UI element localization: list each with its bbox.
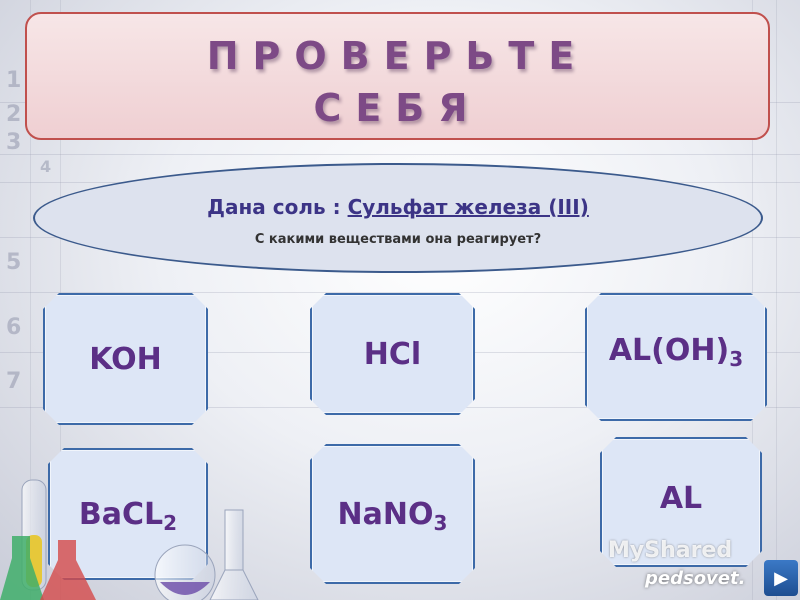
question-text: С какими веществами она реагирует? — [254, 232, 542, 247]
bg-row: 2 — [0, 102, 800, 155]
answer-card-hcl[interactable]: HCl — [310, 293, 475, 415]
card-label: AL(OH) — [608, 333, 730, 368]
red-flask-icon — [40, 540, 96, 600]
title-line-1: ПРОВЕРЬТЕ — [206, 34, 589, 78]
pedsovet-watermark: pedsovet. — [645, 568, 746, 589]
myshared-watermark: MyShared — [608, 538, 733, 563]
card-label: KOH — [89, 341, 162, 377]
answer-card-al[interactable]: AL — [600, 437, 762, 567]
card-subscript: 3 — [729, 347, 744, 371]
green-flask-icon — [0, 536, 44, 600]
next-slide-button[interactable]: ▶ — [764, 560, 798, 596]
card-label: BaCL — [78, 496, 164, 532]
purple-liquid — [160, 582, 210, 595]
card-subscript: 3 — [433, 510, 448, 535]
answer-card-koh[interactable]: KOH — [43, 293, 208, 425]
play-arrow-icon: ▶ — [774, 567, 788, 589]
card-label: AL — [659, 481, 703, 516]
lab-flasks-illustration — [0, 479, 259, 600]
bg-row: 5 — [0, 240, 800, 293]
beaker-neck-icon — [224, 509, 244, 571]
erlenmeyer-flask-icon — [209, 569, 259, 600]
title-banner: ПРОВЕРЬТЕ СЕБЯ — [25, 12, 770, 140]
bg-column-line — [776, 0, 777, 600]
card-label: HCl — [363, 336, 422, 372]
salt-label: Дана соль : — [207, 195, 348, 219]
salt-line: Дана соль : Сульфат железа (III) — [35, 195, 761, 219]
salt-name: Сульфат железа (III) — [347, 195, 589, 219]
question-ellipse: Дана соль : Сульфат железа (III) С каким… — [33, 163, 763, 273]
card-subscript: 2 — [163, 510, 178, 535]
bg-column-line — [30, 0, 31, 600]
title-line-2: СЕБЯ — [313, 86, 482, 130]
card-label: NaNO — [337, 496, 434, 532]
answer-card-aloh3[interactable]: AL(OH)3 — [585, 293, 767, 421]
